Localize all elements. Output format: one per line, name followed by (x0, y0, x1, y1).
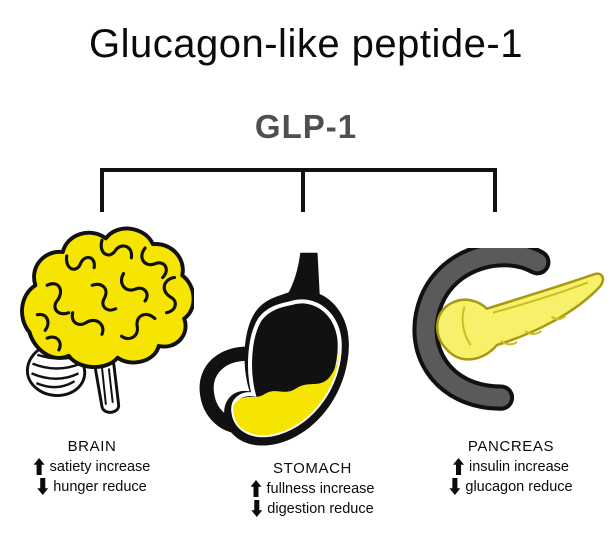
pancreas-label-block: PANCREAS insulin increase glucagon reduc… (426, 438, 596, 498)
stomach-label-block: STOMACH fullness increase digestion redu… (230, 460, 395, 520)
brain-icon (20, 226, 194, 414)
brain-label-block: BRAIN satiety increase hunger reduce (12, 438, 172, 498)
down-arrow-icon (449, 478, 461, 495)
stomach-illustration (195, 252, 357, 466)
effect-line: fullness increase (250, 480, 375, 497)
effect-text: hunger reduce (53, 478, 147, 495)
pancreas-illustration (404, 248, 606, 430)
organ-name-stomach: STOMACH (273, 460, 352, 477)
up-arrow-icon (33, 458, 45, 475)
organ-name-brain: BRAIN (67, 438, 117, 455)
effect-line: glucagon reduce (449, 478, 573, 495)
up-arrow-icon (250, 480, 262, 497)
effect-line: satiety increase (33, 458, 151, 475)
brain-illustration (8, 216, 194, 428)
down-arrow-icon (251, 500, 263, 517)
page-title: Glucagon-like peptide-1 (89, 22, 523, 66)
bracket-left-tick (100, 168, 104, 212)
effect-line: digestion reduce (251, 500, 374, 517)
bracket-right-tick (493, 168, 497, 212)
effect-text: fullness increase (266, 480, 375, 497)
down-arrow-icon (37, 478, 49, 495)
effect-text: digestion reduce (267, 500, 374, 517)
effect-line: insulin increase (453, 458, 569, 475)
hormone-label: GLP-1 (254, 108, 358, 145)
stomach-icon (199, 252, 349, 446)
up-arrow-icon (453, 458, 465, 475)
effect-text: glucagon reduce (465, 478, 573, 495)
bracket-center-tick (301, 168, 305, 212)
effect-line: hunger reduce (37, 478, 147, 495)
bracket-horizontal-line (100, 168, 497, 172)
pancreas-icon (412, 248, 605, 411)
effect-text: insulin increase (469, 458, 569, 475)
effect-text: satiety increase (49, 458, 151, 475)
organ-name-pancreas: PANCREAS (467, 438, 555, 455)
